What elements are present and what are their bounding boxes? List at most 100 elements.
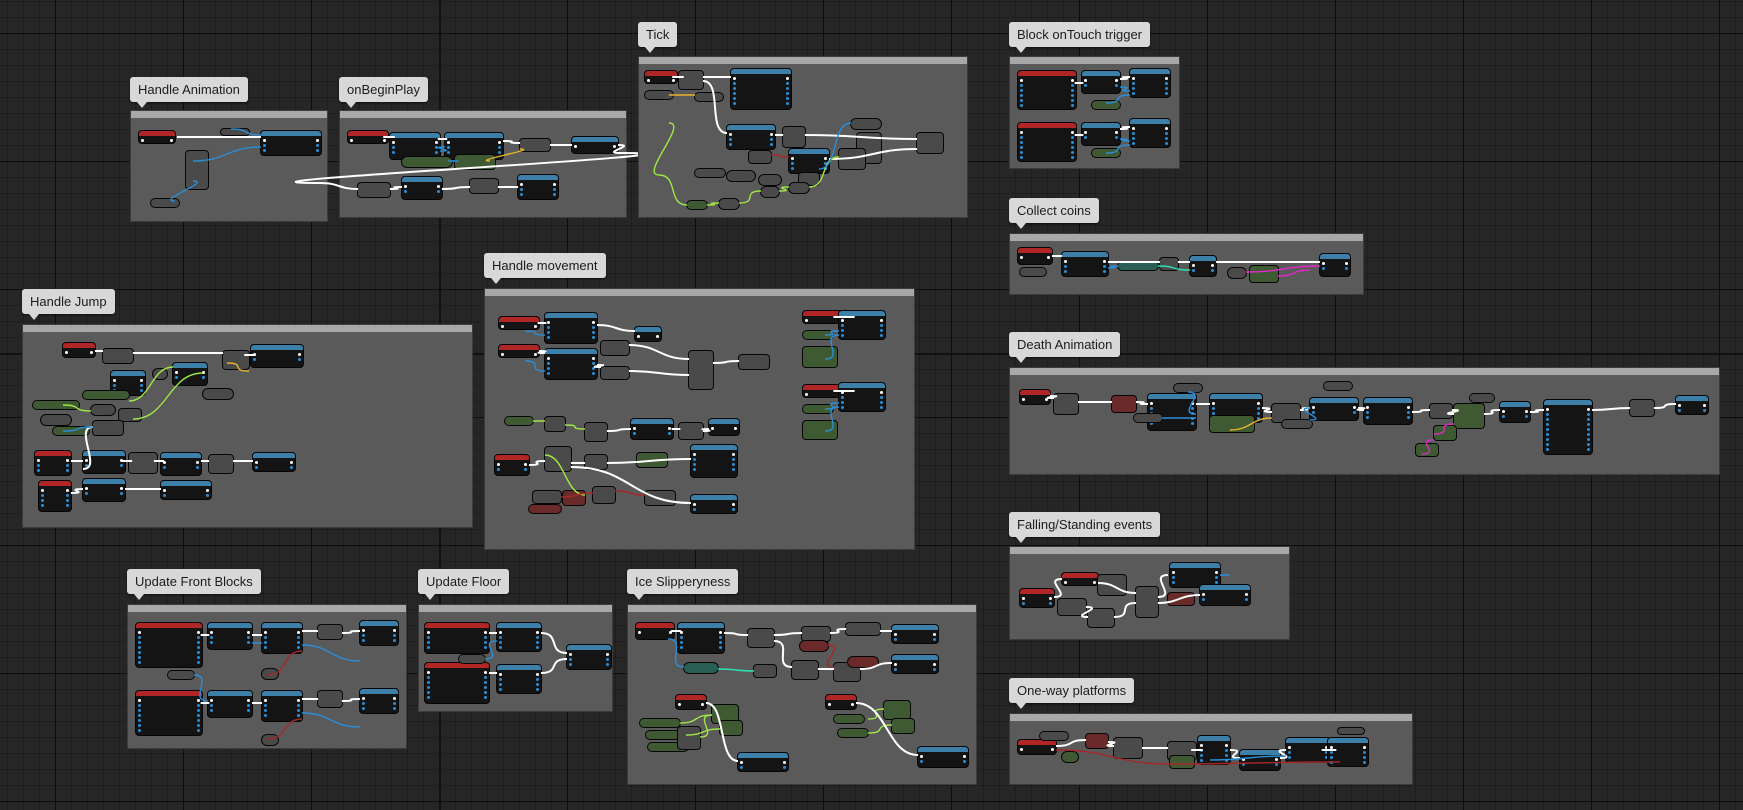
node-pin[interactable] — [37, 464, 40, 467]
node-pin[interactable] — [1363, 761, 1366, 764]
node-pin[interactable] — [247, 699, 250, 702]
graph-node-function[interactable] — [545, 313, 597, 343]
node-pin[interactable] — [41, 494, 44, 497]
node-pin[interactable] — [1191, 412, 1194, 415]
graph-node-function[interactable] — [545, 349, 597, 379]
node-pin[interactable] — [553, 193, 556, 196]
graph-node-bool[interactable] — [529, 505, 561, 513]
node-pin[interactable] — [678, 703, 681, 706]
node-pin[interactable] — [1020, 79, 1023, 82]
node-pin[interactable] — [592, 367, 595, 370]
graph-node-event[interactable] — [1018, 740, 1056, 754]
node-pin[interactable] — [963, 755, 966, 758]
graph-node-macro[interactable] — [645, 91, 673, 99]
node-pin[interactable] — [1363, 756, 1366, 759]
node-pin[interactable] — [680, 631, 683, 634]
comment-title-bar[interactable] — [23, 325, 472, 332]
node-pin[interactable] — [1172, 576, 1175, 579]
node-pin[interactable] — [1345, 267, 1348, 270]
node-pin[interactable] — [733, 97, 736, 100]
node-pin[interactable] — [138, 714, 141, 717]
node-pin[interactable] — [1165, 92, 1168, 95]
node-pin[interactable] — [824, 167, 827, 170]
node-pin[interactable] — [66, 494, 69, 497]
node-pin[interactable] — [841, 329, 844, 332]
node-pin[interactable] — [197, 704, 200, 707]
node-pin[interactable] — [1525, 410, 1528, 413]
node-pin[interactable] — [484, 631, 487, 634]
graph-node-macro[interactable] — [129, 453, 157, 473]
node-pin[interactable] — [1703, 404, 1706, 407]
node-pin[interactable] — [729, 133, 732, 136]
node-pin[interactable] — [1242, 758, 1245, 761]
node-pin[interactable] — [1165, 77, 1168, 80]
node-pin[interactable] — [197, 714, 200, 717]
node-pin[interactable] — [140, 379, 143, 382]
node-pin[interactable] — [197, 729, 200, 732]
graph-node-event[interactable] — [136, 623, 202, 667]
node-pin[interactable] — [264, 646, 267, 649]
node-pin[interactable] — [206, 489, 209, 492]
node-pin[interactable] — [66, 499, 69, 502]
graph-node-function[interactable] — [738, 753, 788, 771]
node-pin[interactable] — [392, 141, 395, 144]
graph-node-macro[interactable] — [168, 671, 194, 679]
node-pin[interactable] — [120, 487, 123, 490]
graph-node-function[interactable] — [251, 345, 303, 367]
graph-node-pure[interactable] — [402, 157, 452, 167]
node-pin[interactable] — [1115, 136, 1118, 139]
node-pin[interactable] — [362, 707, 365, 710]
node-pin[interactable] — [1225, 749, 1228, 752]
node-pin[interactable] — [138, 704, 141, 707]
node-pin[interactable] — [1546, 413, 1549, 416]
node-pin[interactable] — [362, 697, 365, 700]
node-pin[interactable] — [1020, 131, 1023, 134]
node-pin[interactable] — [719, 636, 722, 639]
node-pin[interactable] — [1211, 264, 1214, 267]
node-pin[interactable] — [66, 489, 69, 492]
graph-node-macro[interactable] — [318, 691, 342, 707]
node-pin[interactable] — [484, 691, 487, 694]
graph-node-event[interactable] — [63, 343, 95, 357]
graph-node-function[interactable] — [1170, 563, 1220, 587]
node-pin[interactable] — [484, 681, 487, 684]
node-pin[interactable] — [933, 638, 936, 641]
node-pin[interactable] — [66, 504, 69, 507]
graph-node-pure[interactable] — [892, 719, 914, 733]
graph-node-function[interactable] — [1130, 119, 1170, 147]
graph-node-function[interactable] — [1320, 254, 1350, 276]
node-pin[interactable] — [210, 704, 213, 707]
node-pin[interactable] — [197, 719, 200, 722]
node-pin[interactable] — [196, 461, 199, 464]
graph-node-macro[interactable] — [585, 455, 607, 469]
node-pin[interactable] — [1678, 409, 1681, 412]
node-pin[interactable] — [786, 87, 789, 90]
node-pin[interactable] — [290, 466, 293, 469]
graph-node-macro[interactable] — [739, 355, 769, 369]
graph-node-function[interactable] — [892, 655, 938, 673]
node-pin[interactable] — [298, 353, 301, 356]
graph-node-pure[interactable] — [803, 405, 833, 413]
node-pin[interactable] — [668, 427, 671, 430]
node-pin[interactable] — [574, 145, 577, 148]
node-pin[interactable] — [41, 504, 44, 507]
graph-node-pure[interactable] — [838, 729, 868, 737]
graph-node-macro[interactable] — [103, 349, 133, 363]
node-pin[interactable] — [1330, 756, 1333, 759]
node-pin[interactable] — [163, 466, 166, 469]
node-pin[interactable] — [140, 389, 143, 392]
graph-node-function[interactable] — [261, 131, 321, 155]
node-pin[interactable] — [1064, 260, 1067, 263]
node-pin[interactable] — [656, 335, 659, 338]
node-pin[interactable] — [547, 362, 550, 365]
node-pin[interactable] — [1322, 262, 1325, 265]
node-pin[interactable] — [1071, 99, 1074, 102]
node-pin[interactable] — [740, 766, 743, 769]
node-pin[interactable] — [693, 453, 696, 456]
graph-node-macro[interactable] — [727, 171, 755, 181]
node-pin[interactable] — [1115, 131, 1118, 134]
node-pin[interactable] — [297, 631, 300, 634]
node-pin[interactable] — [1132, 132, 1135, 135]
node-pin[interactable] — [85, 459, 88, 462]
graph-node-function[interactable] — [1364, 398, 1412, 424]
